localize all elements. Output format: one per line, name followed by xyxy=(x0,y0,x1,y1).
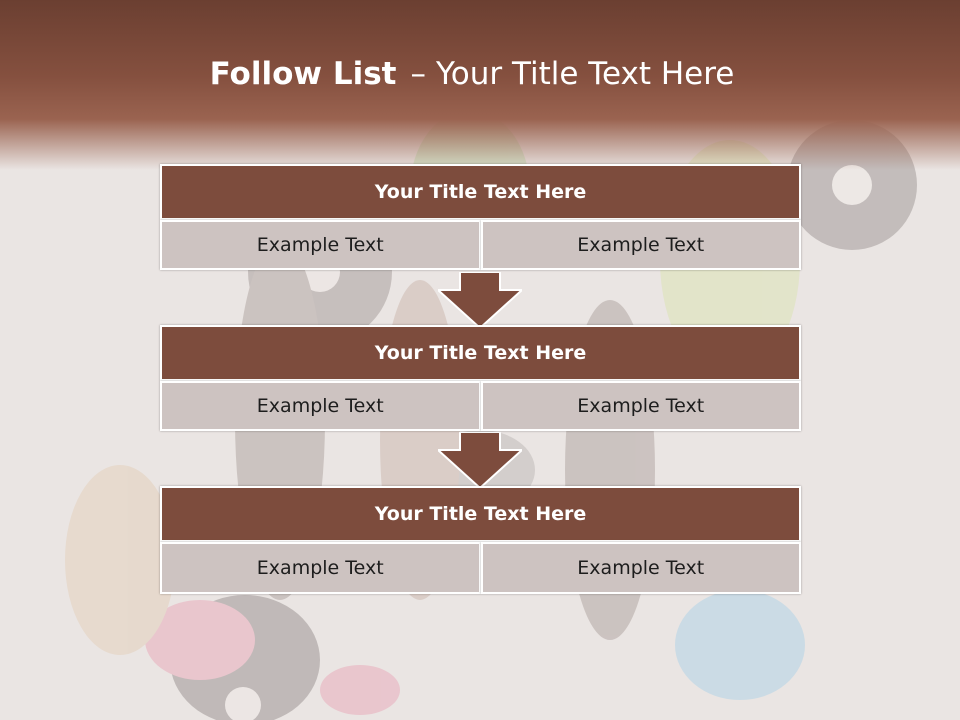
title-bar xyxy=(0,0,960,170)
block-row: Example Text Example Text xyxy=(160,220,801,270)
title-bold: Follow List xyxy=(209,56,397,92)
title-dash: – xyxy=(410,56,426,92)
block-cell-right: Example Text xyxy=(480,381,801,431)
block-heading: Your Title Text Here xyxy=(160,486,801,542)
list-block-1: Your Title Text Here Example Text Exampl… xyxy=(160,164,801,270)
list-block-3: Your Title Text Here Example Text Exampl… xyxy=(160,486,801,594)
list-block-2: Your Title Text Here Example Text Exampl… xyxy=(160,325,801,431)
down-arrow-icon xyxy=(438,272,522,328)
block-cell-right: Example Text xyxy=(480,542,801,594)
title-rest: Your Title Text Here xyxy=(435,56,735,92)
down-arrow-icon xyxy=(438,432,522,488)
block-heading: Your Title Text Here xyxy=(160,164,801,220)
block-cell-left: Example Text xyxy=(160,220,481,270)
block-heading: Your Title Text Here xyxy=(160,325,801,381)
block-row: Example Text Example Text xyxy=(160,381,801,431)
block-row: Example Text Example Text xyxy=(160,542,801,594)
block-cell-left: Example Text xyxy=(160,381,481,431)
slide-title: Follow List–Your Title Text Here xyxy=(0,56,944,92)
block-cell-left: Example Text xyxy=(160,542,481,594)
block-cell-right: Example Text xyxy=(480,220,801,270)
